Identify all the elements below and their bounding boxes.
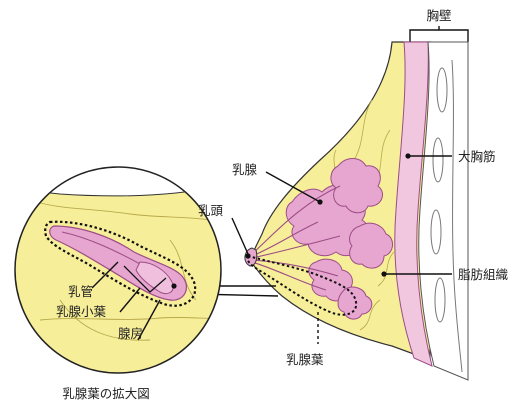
mammary-gland-marker-dot [317,199,322,204]
label-lobule: 乳腺小葉 [56,304,107,319]
label-adipose-tissue: 脂肪組織 [458,267,509,282]
label-inset-caption: 乳腺葉の拡大図 [62,386,150,401]
lobe-magnified-inset [10,160,230,380]
label-pectoralis-major: 大胸筋 [458,149,496,164]
chest-wall-bracket [410,26,468,42]
pectoralis-marker-dot [405,153,410,158]
breast-cross-section [245,42,468,380]
nipple-marker-dot [245,253,250,258]
label-alveolus: 腺房 [118,326,143,341]
label-mammary-lobe: 乳腺葉 [286,352,324,367]
label-mammary-gland: 乳腺 [232,162,258,177]
label-lactiferous-duct: 乳管 [68,284,93,299]
inset-alveolus-dot [171,283,176,288]
label-nipple: 乳頭 [198,203,224,218]
label-chest-wall: 胸壁 [426,8,451,23]
adipose-marker-dot [381,271,386,276]
